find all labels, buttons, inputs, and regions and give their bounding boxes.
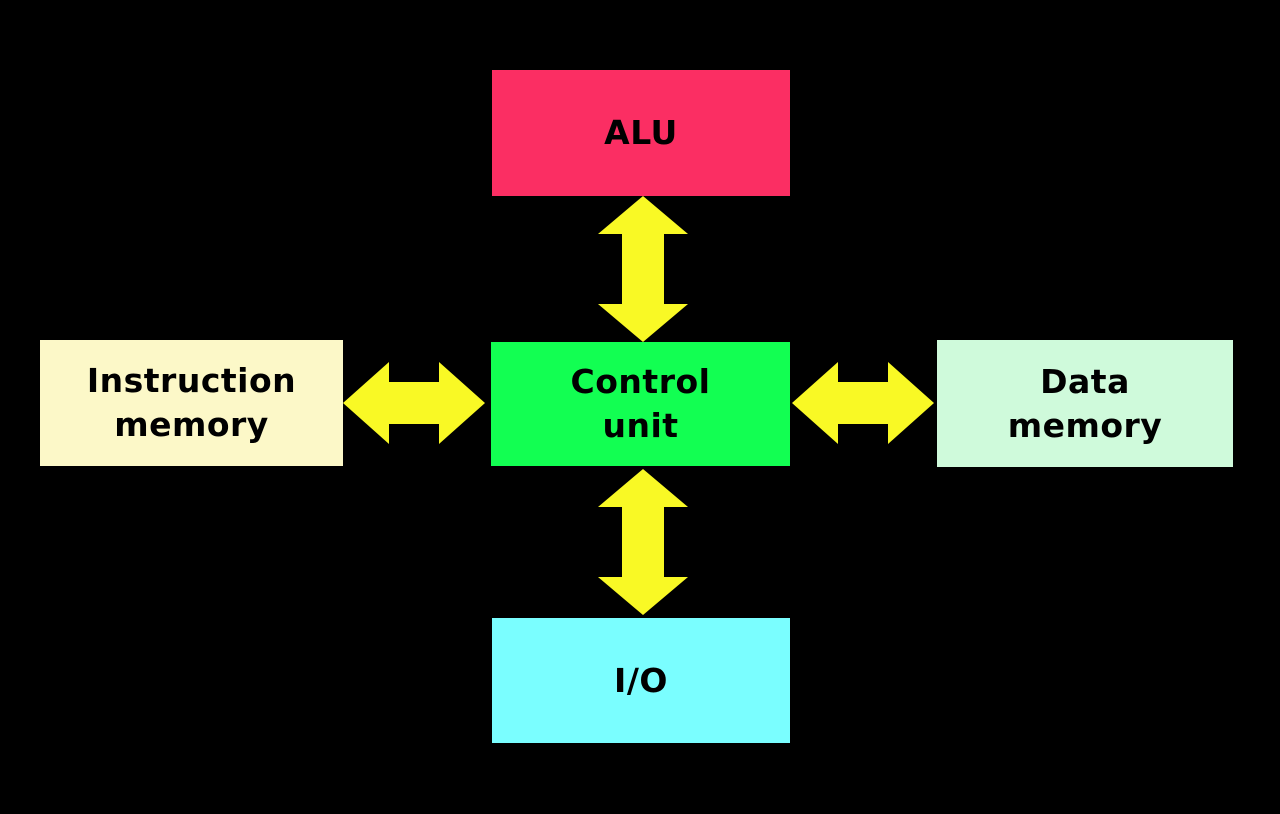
double-arrow-control-data-icon	[792, 362, 934, 444]
double-arrow-glyph	[792, 362, 934, 444]
node-control-unit: Control unit	[491, 342, 790, 466]
node-data-memory-label: Data memory	[1007, 361, 1163, 445]
node-control-unit-label: Control unit	[570, 362, 711, 445]
double-arrow-glyph	[598, 469, 688, 615]
node-alu-label: ALU	[604, 113, 678, 152]
double-arrow-glyph	[343, 362, 485, 444]
node-alu: ALU	[492, 70, 790, 196]
double-arrow-control-io-icon	[598, 469, 688, 615]
node-instruction-memory: Instruction memory	[40, 340, 343, 466]
double-arrow-glyph	[598, 196, 688, 342]
node-io: I/O	[492, 618, 790, 743]
double-arrow-alu-control-icon	[598, 196, 688, 342]
node-instruction-memory-label: Instruction memory	[86, 361, 297, 444]
double-arrow-instruction-control-icon	[343, 362, 485, 444]
node-io-label: I/O	[614, 660, 668, 700]
node-data-memory: Data memory	[937, 340, 1233, 467]
